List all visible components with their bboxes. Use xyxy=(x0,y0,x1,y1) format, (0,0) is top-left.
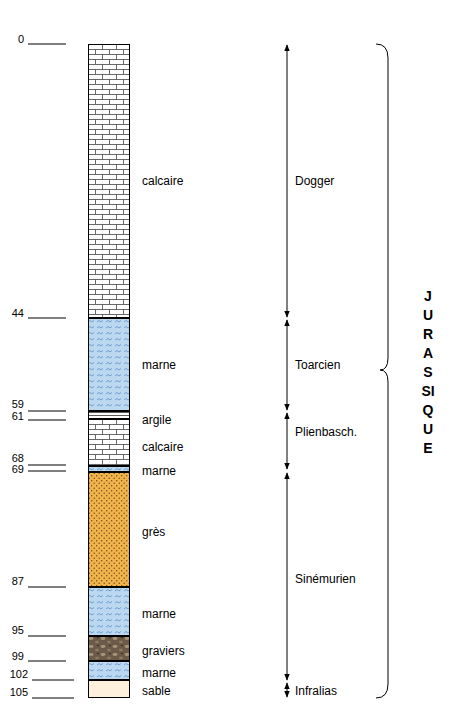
period-name: JURASSIQUE xyxy=(421,287,435,458)
rock-layer: calcaire xyxy=(88,44,130,318)
rock-layer: calcaire xyxy=(88,419,130,466)
layer-pattern xyxy=(89,473,130,587)
stage-name: Toarcien xyxy=(295,359,340,372)
rock-layer: marne xyxy=(88,587,130,636)
depth-value: 44 xyxy=(12,308,24,319)
depth-tick xyxy=(28,465,66,466)
layer-fill xyxy=(88,318,130,411)
lithology-label: graviers xyxy=(142,645,185,658)
depth-value: 61 xyxy=(12,411,24,422)
depth-ticks xyxy=(28,44,74,698)
lithology-label: marne xyxy=(142,465,176,478)
rock-layer: sable xyxy=(88,680,130,698)
depth-tick xyxy=(28,471,66,472)
stage-arrow xyxy=(287,683,288,697)
depth-tick xyxy=(32,680,74,681)
depth-value: 105 xyxy=(10,687,28,698)
layer-pattern xyxy=(89,45,130,318)
layer-pattern xyxy=(89,319,130,411)
layer-pattern xyxy=(89,412,130,419)
layer-pattern xyxy=(89,420,130,466)
stage-arrow xyxy=(287,413,288,469)
stage-name: Dogger xyxy=(295,175,334,188)
layer-fill xyxy=(88,419,130,466)
depth-tick xyxy=(28,587,66,588)
lithology-label: argile xyxy=(142,414,171,427)
depth-tick xyxy=(28,661,66,662)
depth-value: 69 xyxy=(12,464,24,475)
lithology-label: calcaire xyxy=(142,175,183,188)
layer-pattern xyxy=(89,681,130,698)
layer-pattern xyxy=(89,637,130,661)
layer-pattern xyxy=(89,588,130,636)
lithology-label: sable xyxy=(142,685,171,698)
depth-value: 87 xyxy=(12,576,24,587)
layer-fill xyxy=(88,587,130,636)
depth-tick xyxy=(28,636,66,637)
layer-fill xyxy=(88,472,130,587)
depth-value: 102 xyxy=(10,669,28,680)
lithology-label: grès xyxy=(142,526,165,539)
layer-pattern xyxy=(89,662,130,680)
stage-name: Infralias xyxy=(295,685,337,698)
lithology-label: marne xyxy=(142,359,176,372)
depth-value: 0 xyxy=(18,34,24,45)
depth-tick xyxy=(28,318,66,319)
depth-tick xyxy=(28,44,66,45)
depth-tick xyxy=(28,411,66,412)
stage-arrow xyxy=(287,45,288,317)
period-brace xyxy=(376,44,388,698)
stage-name: Plienbasch. xyxy=(295,426,357,439)
rock-layer: marne xyxy=(88,318,130,411)
layer-fill xyxy=(88,680,130,698)
stage-arrow xyxy=(287,320,288,410)
layer-fill xyxy=(88,636,130,661)
rock-layer: graviers xyxy=(88,636,130,661)
layer-fill xyxy=(88,466,130,472)
depth-tick xyxy=(28,420,66,421)
depth-value: 95 xyxy=(12,625,24,636)
layer-fill xyxy=(88,411,130,419)
lithology-label: calcaire xyxy=(142,441,183,454)
rock-layer: argile xyxy=(88,411,130,419)
lithology-label: marne xyxy=(142,608,176,621)
layer-fill xyxy=(88,661,130,680)
rock-layer: marne xyxy=(88,466,130,472)
stage-name: Sinémurien xyxy=(295,573,356,586)
stage-arrows xyxy=(287,45,288,697)
stage-arrow xyxy=(287,473,288,680)
depth-value: 68 xyxy=(12,453,24,464)
layer-pattern xyxy=(89,467,130,472)
layer-fill xyxy=(88,44,130,318)
rock-layer: grès xyxy=(88,472,130,587)
lithology-label: marne xyxy=(142,667,176,680)
depth-value: 59 xyxy=(12,399,24,410)
rock-layer: marne xyxy=(88,661,130,680)
depth-tick xyxy=(32,698,74,699)
depth-value: 99 xyxy=(12,651,24,662)
